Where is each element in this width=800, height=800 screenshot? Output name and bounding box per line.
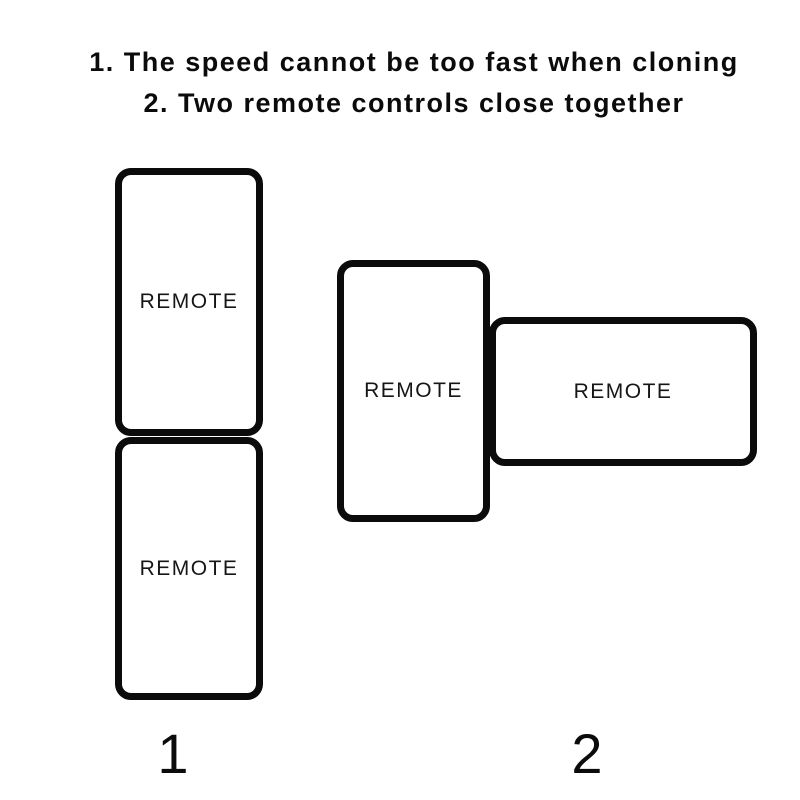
figure-1-number: 1	[157, 722, 189, 785]
instruction-line-2: 2. Two remote controls close together	[143, 88, 685, 118]
figure-2-number: 2	[571, 722, 603, 785]
remote-label: REMOTE	[364, 379, 463, 402]
remote-label: REMOTE	[139, 290, 239, 313]
remote-card-stacked-top: REMOTE	[115, 168, 263, 436]
instruction-line-1: 1. The speed cannot be too fast when clo…	[89, 47, 739, 77]
remote-card-stacked-bottom: REMOTE	[115, 437, 263, 700]
remote-card-horizontal: REMOTE	[489, 317, 757, 466]
remote-card-vertical: REMOTE	[337, 260, 490, 522]
remote-label: REMOTE	[139, 556, 239, 580]
remote-label: REMOTE	[573, 379, 673, 403]
instructions-header: 1. The speed cannot be too fast when clo…	[14, 42, 800, 124]
